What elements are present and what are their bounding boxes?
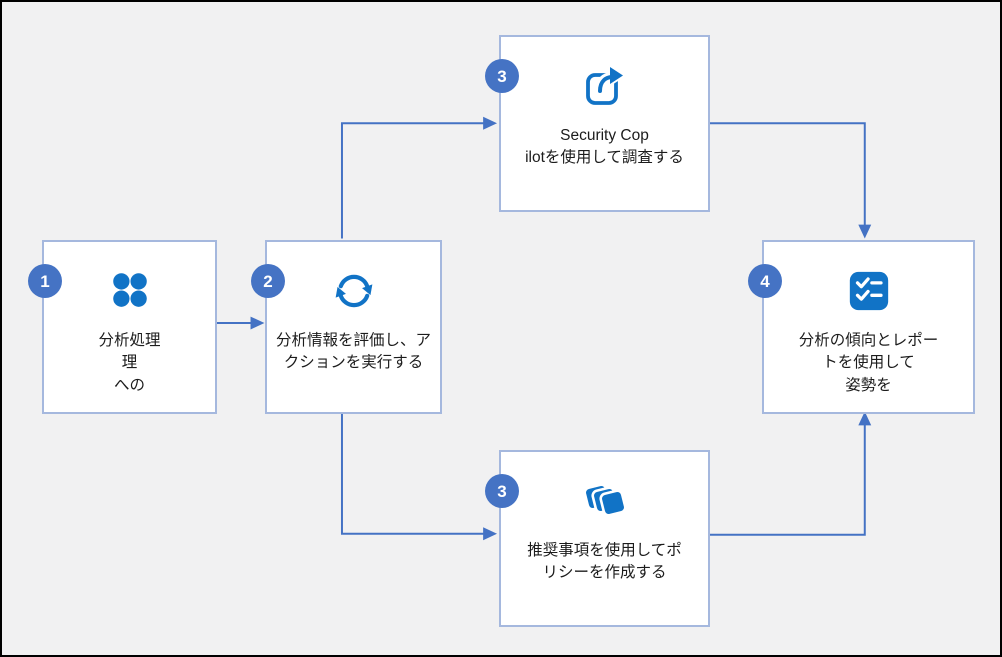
node-policies: 3 推奨事項を使用してポ リシーを作成する [485,450,710,627]
step-badge: 2 [251,264,285,298]
step-badge: 3 [485,59,519,93]
node-analytics: 1 分析処理 理 への [28,240,217,414]
step-badge: 4 [748,264,782,298]
share-arrow-icon [581,62,629,110]
sync-arrows-icon [330,267,378,315]
node-investigate: 3 Security Cop ilotを使用して調査する [485,35,710,212]
node-label: 分析の傾向とレポー トを使用して 姿勢を [798,332,939,394]
node-label: 分析処理 理 への [98,332,161,394]
dots-grid-icon [106,267,154,315]
node-label: 推奨事項を使用してポ リシーを作成する [527,542,682,582]
connector-evaluate-to-policies [340,411,498,541]
checklist-icon [845,267,893,315]
connector-investigate-to-trends [706,122,872,239]
node-label: 分析情報を評価し、ア クションを実行する [275,332,431,372]
connector-policies-to-trends [706,411,872,536]
connector-evaluate-to-investigate [340,116,498,239]
connector-analytics-to-evaluate [216,316,265,330]
step-badge: 3 [485,474,519,508]
layers-icon [581,477,629,525]
step-badge: 1 [28,264,62,298]
node-evaluate: 2 分析情報を評価し、ア クションを実行する [251,240,442,414]
node-trends: 4 分析の傾向とレポー トを使用して 姿勢を [748,240,975,414]
node-label: Security Cop ilotを使用して調査する [525,127,684,167]
